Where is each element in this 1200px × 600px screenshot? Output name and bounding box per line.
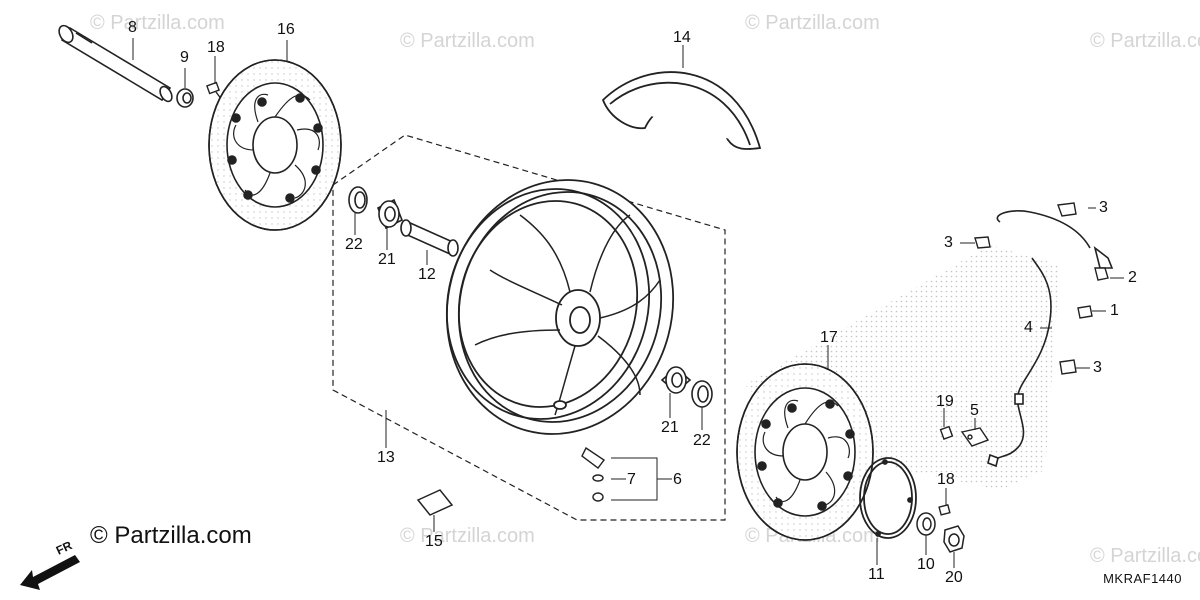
speed-sensor <box>987 210 1114 468</box>
brake-disc-left <box>208 59 342 231</box>
axle-bolt <box>943 525 965 553</box>
callout-3: 3 <box>1099 199 1108 216</box>
callout-5: 5 <box>970 402 979 419</box>
front-wheel <box>445 179 675 435</box>
distance-collar <box>400 219 459 257</box>
diagram-code: MKRAF1440 <box>1103 571 1182 586</box>
callout-19: 19 <box>936 393 954 410</box>
leader-lines <box>132 38 1124 568</box>
callout-22: 22 <box>345 236 363 253</box>
dust-seal <box>691 380 713 408</box>
callout-14: 14 <box>673 29 691 46</box>
callout-10: 10 <box>917 556 935 573</box>
callout-9: 9 <box>180 49 189 66</box>
brake-disc-right <box>736 363 874 541</box>
bolt <box>939 425 954 440</box>
watermark: © Partzilla.com <box>1090 30 1200 52</box>
callout-21: 21 <box>661 419 679 436</box>
dust-seal <box>348 186 368 214</box>
callout-11: 11 <box>868 566 885 583</box>
brand-logo-text: © Partzilla.com <box>90 522 252 549</box>
rim-band <box>601 71 762 150</box>
assembly-box <box>332 134 726 521</box>
sensor-bracket <box>960 427 990 447</box>
callout-8: 8 <box>128 19 137 36</box>
balance-weight <box>416 489 454 516</box>
watermark: © Partzilla.com <box>90 12 225 34</box>
callout-6: 6 <box>673 471 682 488</box>
bolt <box>206 81 223 101</box>
clamp <box>974 202 1109 375</box>
tire-valve <box>581 446 606 502</box>
callout-2: 2 <box>1128 269 1137 286</box>
callout-3: 3 <box>1093 359 1102 376</box>
collar <box>176 88 194 108</box>
bearing <box>376 198 404 230</box>
bearing <box>660 366 692 394</box>
callout-22: 22 <box>693 432 711 449</box>
watermark: © Partzilla.com <box>400 30 535 52</box>
pulser-ring <box>859 457 917 539</box>
callout-17: 17 <box>820 329 838 346</box>
callout-18: 18 <box>937 471 955 488</box>
watermark: © Partzilla.com <box>745 12 880 34</box>
callout-15: 15 <box>425 533 443 550</box>
callout-12: 12 <box>418 266 436 283</box>
callout-20: 20 <box>945 569 963 586</box>
callout-18: 18 <box>207 39 225 56</box>
direction-arrow <box>20 555 80 590</box>
watermark: © Partzilla.com <box>1090 545 1200 567</box>
callout-1: 1 <box>1110 302 1119 319</box>
callout-16: 16 <box>277 21 295 38</box>
callout-7: 7 <box>627 471 636 488</box>
callout-13: 13 <box>377 449 395 466</box>
bolt <box>938 503 951 516</box>
callout-21: 21 <box>378 251 396 268</box>
collar <box>916 512 936 536</box>
axle-shaft <box>58 24 173 103</box>
callout-4: 4 <box>1024 319 1033 336</box>
callout-3: 3 <box>944 234 953 251</box>
